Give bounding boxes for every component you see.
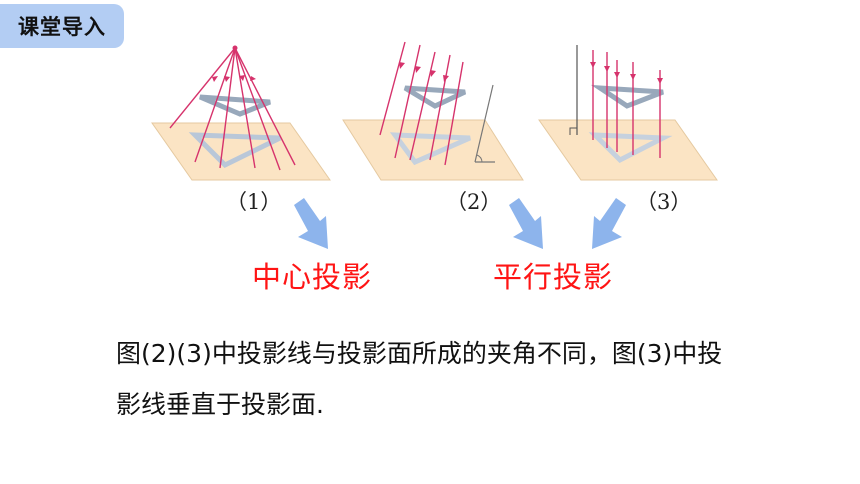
object-triangle [403, 85, 467, 109]
figure-2-caption: （2） [446, 190, 502, 214]
parallel-projection-label: 平行投影 [493, 260, 614, 294]
object-triangle [199, 94, 271, 117]
light-source-dot [232, 45, 238, 51]
projection-plane [151, 122, 331, 181]
figure-oblique-projection [342, 41, 524, 181]
section-tag: 课堂导入 [0, 4, 124, 48]
arrow-down-right-icon [294, 198, 328, 249]
explanation-line-1: 图(2)(3)中投影线与投影面所成的夹角不同，图(3)中投 [116, 339, 723, 368]
figure-central-projection [151, 45, 331, 181]
arrow-down-right-icon [509, 198, 543, 249]
figure-1-caption: （1） [226, 190, 282, 214]
arrow-down-left-icon [592, 198, 626, 249]
projection-plane [342, 119, 524, 181]
shadow-triangle [389, 132, 471, 166]
projection-plane [538, 119, 718, 181]
explanation-paragraph: 图(2)(3)中投影线与投影面所成的夹角不同，图(3)中投 影线垂直于投影面. [116, 328, 816, 430]
angle-mark [476, 154, 483, 163]
figure-3-caption: （3） [636, 190, 692, 214]
central-projection-label: 中心投影 [252, 260, 373, 294]
reference-line [474, 84, 494, 163]
section-tag-label: 课堂导入 [18, 15, 106, 39]
explanation-line-2: 影线垂直于投影面. [116, 390, 324, 419]
figure-orthogonal-projection [538, 45, 718, 181]
object-triangle [590, 84, 664, 109]
right-angle-mark [569, 127, 577, 135]
